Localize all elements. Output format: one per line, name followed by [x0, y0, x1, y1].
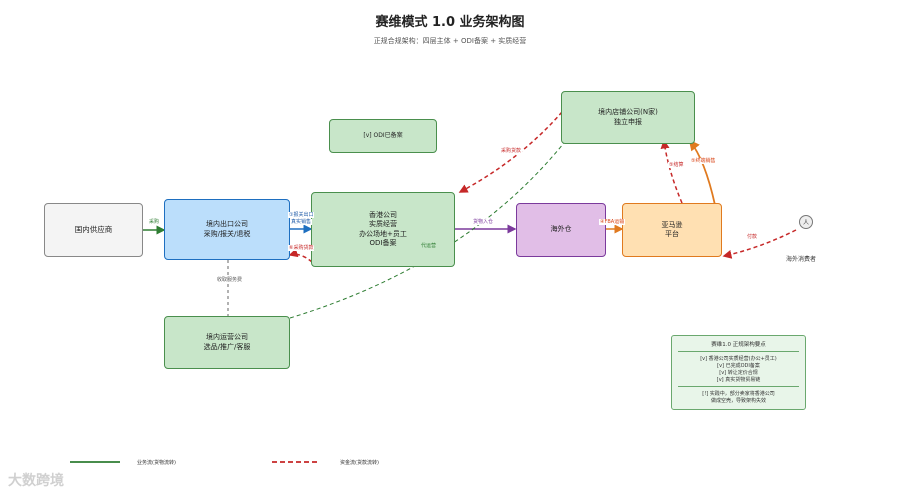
node-export-company-name: 境内出口公司	[206, 220, 248, 229]
node-hk-company-line2: 实质经营	[369, 220, 397, 229]
node-ops-company-name: 境内运营公司	[206, 333, 248, 342]
node-overseas-warehouse-label: 海外仓	[550, 225, 572, 234]
legend-fund-flow: 资金流(货款流转)	[340, 460, 379, 466]
node-store-company: 境内店铺公司(N家) 独立申报	[561, 91, 695, 144]
node-export-company: 境内出口公司 采购/报关/退税	[164, 199, 290, 260]
diagram-subtitle: 正规合规架构：四层主体 + ODI备案 + 实质经营	[373, 37, 527, 45]
notes-item: [v] 香港公司实质经营(办公+员工)	[700, 356, 777, 362]
node-hk-company-line4: ODI备案	[369, 238, 397, 247]
edge-fx-payment	[288, 248, 313, 263]
node-store-company-name: 境内店铺公司(N家)	[598, 108, 658, 117]
consumer-icon	[799, 215, 813, 229]
diagram-title: 赛维模式 1.0 业务架构图	[375, 15, 525, 30]
notes-warning: [!] 实践中，部分卖家将香港公司	[702, 391, 775, 397]
notes-warning: 做成空壳，导致架构失效	[710, 398, 766, 404]
node-amazon-sub: 平台	[665, 230, 679, 238]
edge-label-purchase-payment: 采购货款	[500, 148, 523, 154]
node-odi-tag: [v] ODI已备案	[329, 119, 437, 153]
edge-terminal-sales	[688, 139, 716, 206]
notes-panel: 赛维1.0 正规架构要点 [v] 香港公司实质经营(办公+员工) [v] 已完成…	[671, 335, 806, 410]
edge-settlement	[660, 139, 683, 204]
node-export-company-role: 采购/报关/退税	[203, 229, 251, 238]
edge-label-goods-in: 货物入仓	[472, 219, 495, 225]
node-supplier: 国内供应商	[44, 203, 143, 257]
notes-item: [v] 真实货物贸易链	[716, 377, 761, 383]
node-supplier-label: 国内供应商	[74, 224, 113, 234]
edge-label-terminal-sales: ⑤终端销售	[690, 158, 717, 164]
edge-label-fba: ④FBA运输	[599, 219, 626, 225]
edge-purchase-payment	[458, 111, 563, 193]
edge-label-export-2: 真实销售	[290, 219, 313, 225]
legend-business-flow: 业务流(货物流转)	[137, 460, 176, 466]
node-ops-company: 境内运营公司 选品/推广/客服	[164, 316, 290, 369]
node-store-company-sub: 独立申报	[614, 117, 642, 126]
notes-divider	[678, 386, 799, 387]
node-odi-tag-label: [v] ODI已备案	[363, 131, 403, 139]
node-hk-company-sub: 代运营	[420, 243, 436, 250]
watermark-logo: 大数跨境	[8, 473, 64, 489]
node-ops-company-role: 选品/推广/客服	[203, 342, 251, 351]
node-overseas-warehouse: 海外仓	[516, 203, 606, 257]
edge-label-settlement: ⑤结算	[668, 162, 685, 168]
edge-label-payment: 付款	[746, 234, 759, 240]
node-consumer-label: 海外消费者	[786, 256, 817, 263]
svg-text:人: 人	[803, 220, 809, 227]
notes-divider	[678, 351, 799, 352]
node-amazon-name: 亚马逊	[661, 220, 683, 229]
notes-title: 赛维1.0 正规架构要点	[711, 342, 766, 348]
edge-label-fx-payment: ⑥采购货款	[288, 245, 315, 251]
node-hk-company-line3: 办公场地+员工	[359, 229, 407, 238]
node-amazon: 亚马逊 平台	[622, 203, 722, 257]
node-hk-company-name: 香港公司	[369, 210, 397, 219]
edge-payment	[722, 229, 797, 259]
edge-ops-to-store	[289, 121, 581, 319]
edge-label-service-fee: 收取服务费	[216, 277, 244, 283]
edge-label-export-1: ①报关出口	[288, 212, 315, 218]
edge-label-purchase: 采购	[148, 219, 161, 225]
notes-item: [v] 已完成ODI备案	[717, 363, 760, 369]
notes-item: [v] 转让定价合规	[719, 370, 758, 376]
node-hk-company: 香港公司 实质经营 办公场地+员工 ODI备案 代运营	[311, 192, 455, 267]
